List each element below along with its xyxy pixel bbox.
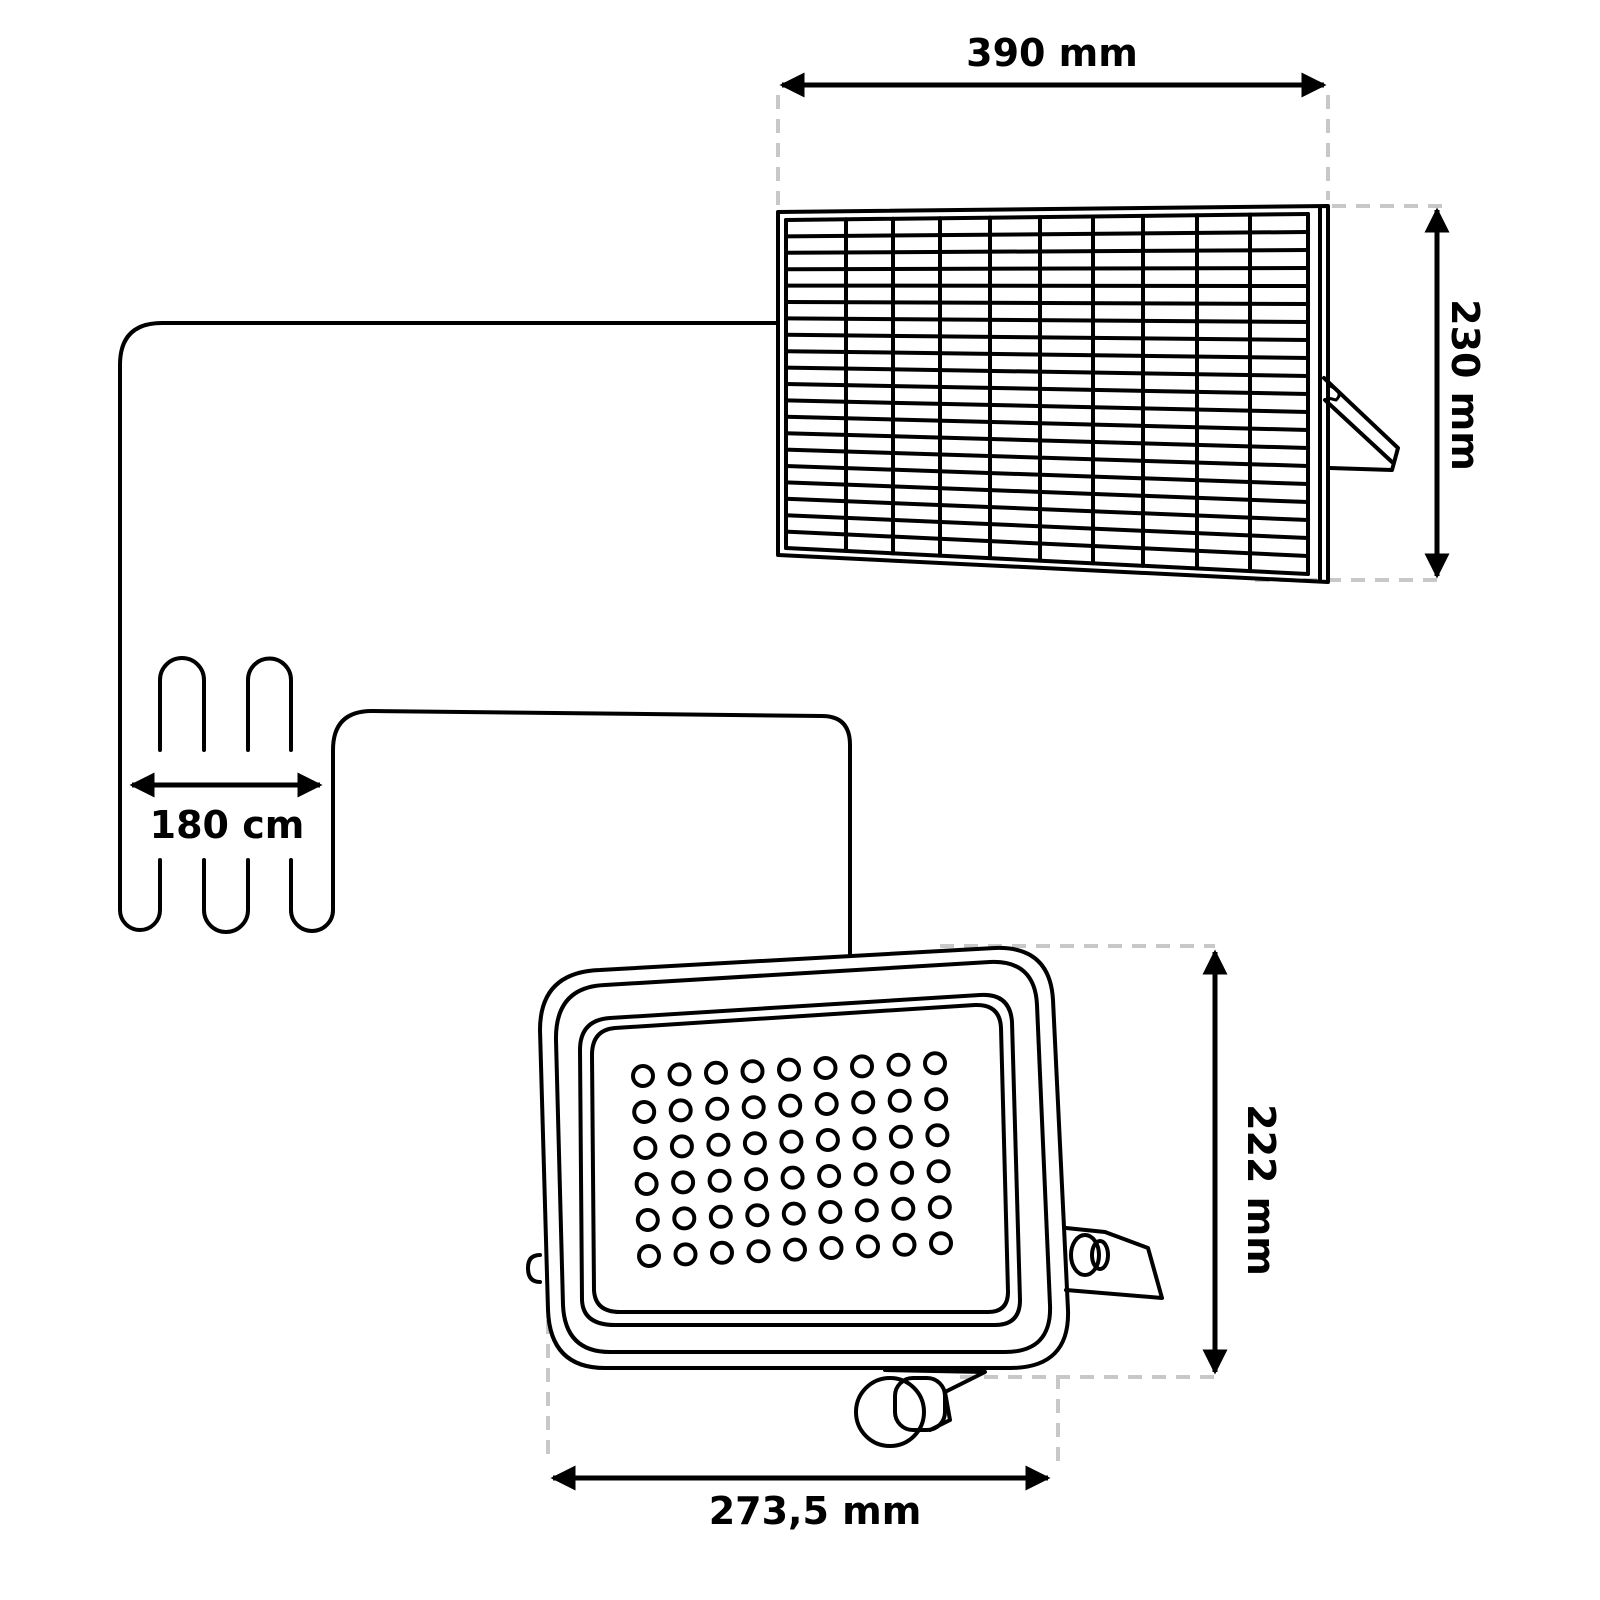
cell-row-line [784,414,1310,432]
led [853,1162,878,1187]
led-array [631,1051,953,1268]
led [783,1237,807,1262]
led [888,1124,913,1149]
led [777,1057,801,1082]
led [707,1168,732,1193]
led [705,1096,730,1121]
led [923,1051,947,1076]
led [740,1059,765,1084]
led [887,1088,912,1113]
cell-row-line [784,382,1310,396]
led [635,1208,660,1232]
led [631,1064,655,1088]
led [819,1236,844,1260]
cell-row-line [784,464,1310,486]
flood-light [526,945,1164,1448]
led [633,1136,658,1160]
led [815,1128,840,1152]
led [851,1090,876,1115]
led [850,1054,874,1079]
led [704,1060,728,1085]
led [708,1204,733,1229]
led [742,1131,767,1156]
led [927,1195,952,1220]
led [926,1159,951,1184]
cell-row-line [784,266,1310,272]
led [814,1092,839,1116]
led [886,1052,911,1077]
led [672,1206,697,1231]
cell-row-line [784,431,1310,450]
led [781,1201,806,1226]
led [632,1100,657,1124]
led [667,1062,692,1087]
led [891,1196,916,1221]
led [637,1244,661,1268]
led [813,1056,838,1080]
cell-row-line [784,365,1310,378]
cell-row-line [784,447,1310,468]
side-button [526,1253,542,1284]
led [780,1165,805,1190]
cell-row-line [784,300,1310,306]
led [778,1093,803,1118]
led [710,1240,734,1265]
led [890,1160,915,1185]
led [856,1234,880,1259]
cell-row-line [784,212,1310,222]
dimension-arrows [129,72,1450,1491]
cell-row-line [784,316,1310,324]
led [925,1123,950,1148]
led [671,1170,696,1195]
light-width-label: 273,5 mm [709,1489,922,1533]
led [706,1132,731,1157]
led [929,1231,953,1256]
led [817,1164,842,1188]
solar-cell-grid [784,212,1310,576]
led [746,1239,771,1264]
led [669,1134,694,1159]
led [634,1172,659,1196]
cell-row-line [784,529,1310,558]
mount-bracket [1064,1226,1164,1300]
cell-row-line [784,546,1310,576]
cell-row-line [784,480,1310,504]
led [741,1095,766,1120]
light-height-label: 222 mm [1239,1104,1283,1276]
led [924,1087,949,1112]
guide-lines [546,95,1445,1462]
cell-row-line [784,513,1310,540]
cell-row-line [784,349,1310,360]
cable [118,321,852,957]
solar-panel [776,204,1400,584]
led [673,1242,698,1267]
led [852,1126,877,1151]
led [818,1200,843,1224]
panel-width-label: 390 mm [966,31,1138,75]
led [668,1098,693,1123]
cell-row-line [784,398,1310,414]
cell-row-line [784,230,1310,239]
led [745,1203,770,1228]
cell-row-line [784,332,1310,342]
led [779,1129,804,1154]
panel-height-label: 230 mm [1443,299,1487,471]
led [854,1198,879,1223]
panel-stand [1322,376,1400,472]
led [744,1167,769,1192]
motion-sensor [854,1368,987,1448]
cell-row-line [784,496,1310,522]
cell-row-line [784,248,1310,255]
led [892,1232,917,1257]
cable-length-label: 180 cm [150,803,305,847]
